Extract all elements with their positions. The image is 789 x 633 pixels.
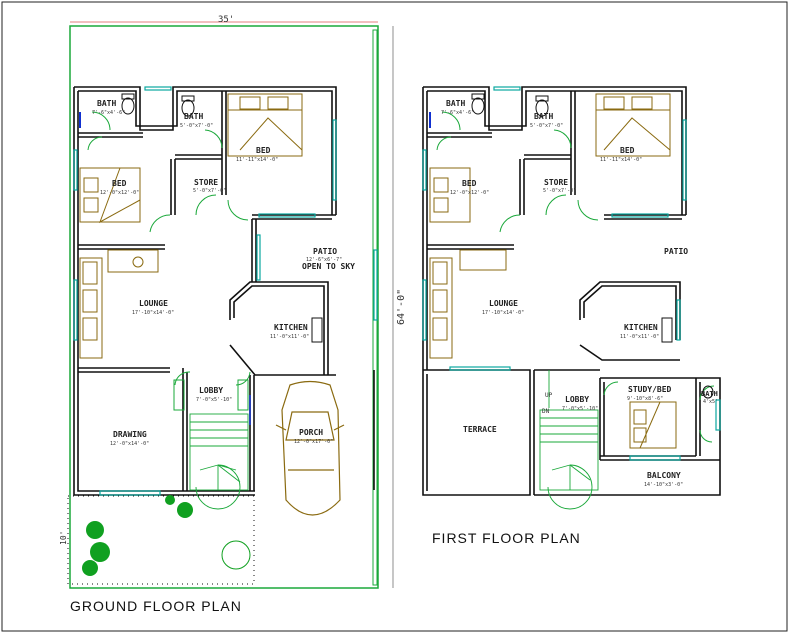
ff-dn-label: DN [542, 408, 550, 415]
gf-store-label: STORE [194, 178, 218, 187]
gf-bath1-label: BATH [97, 99, 116, 108]
ff-bath2-size: 5'-0"x7'-0" [530, 123, 563, 129]
dim-front: 10' [59, 531, 68, 545]
ff-bath3-label: BATH [701, 390, 718, 398]
gf-lobby-size: 7'-0"x5'-10" [196, 397, 232, 403]
gf-drawing-size: 12'-0"x14'-0" [110, 441, 149, 447]
ff-bed2-size: 12'-0"x12'-0" [450, 190, 489, 196]
gf-store-size: 5'-0"x7'-0" [193, 188, 226, 194]
ff-bed1-size: 11'-11"x14'-0" [600, 157, 642, 163]
gf-patio-note: OPEN TO SKY [302, 262, 355, 271]
first-windows [422, 86, 721, 461]
gf-kitchen-label: KITCHEN [274, 323, 308, 332]
gf-bath1-size: 7'-6"x4'-6" [92, 110, 125, 116]
ground-furniture [79, 93, 303, 359]
first-floor-title: FIRST FLOOR PLAN [432, 530, 581, 546]
ff-lounge-size: 17'-10"x14'-0" [482, 310, 524, 316]
garden-area [67, 495, 255, 585]
ff-lobby-size: 7'-0"x5'-10" [562, 406, 598, 412]
ff-bed2-label: BED [462, 179, 477, 188]
gf-lounge-size: 17'-10"x14'-0" [132, 310, 174, 316]
ground-floor-title: GROUND FLOOR PLAN [70, 598, 242, 614]
ff-patio-label: PATIO [664, 247, 688, 256]
ground-floor-plan: 35' 64'-0" 10' [59, 15, 407, 589]
dim-width: 35' [218, 15, 234, 25]
ff-balcony-label: BALCONY [647, 471, 681, 480]
first-furniture [429, 93, 677, 449]
ff-up-label: UP [545, 392, 553, 399]
gf-bed1-size: 11'-11"x14'-0" [236, 157, 278, 163]
ff-balcony-size: 14'-10"x3'-0" [644, 482, 683, 488]
ground-walls [73, 86, 375, 496]
gf-lobby-label: LOBBY [199, 386, 223, 395]
ff-kitchen-size: 11'-0"x11'-0" [620, 334, 659, 340]
gf-bath2-size: 5'-0"x7'-0" [180, 123, 213, 129]
ground-doors [87, 111, 251, 411]
ground-fixtures [121, 93, 323, 343]
first-floor-plan [422, 86, 721, 510]
ff-terrace-label: TERRACE [463, 425, 497, 434]
gf-porch-size: 12'-0"x17'-0" [294, 439, 333, 445]
gf-bath2-label: BATH [184, 112, 203, 121]
gf-kitchen-size: 11'-0"x11'-0" [270, 334, 309, 340]
first-doors [436, 111, 715, 443]
ff-bath3-size: 4'x5' [703, 399, 718, 405]
first-walls [422, 86, 721, 496]
ff-lobby-label: LOBBY [565, 395, 589, 404]
dim-height: 64'-0" [396, 289, 407, 325]
gf-drawing-label: DRAWING [113, 430, 147, 439]
gf-bed1-label: BED [256, 146, 271, 155]
ff-store-label: STORE [544, 178, 568, 187]
gf-lounge-label: LOUNGE [139, 299, 168, 308]
ff-study-size: 9'-10"x8'-6" [627, 396, 663, 402]
ff-bath1-label: BATH [446, 99, 465, 108]
plant-icons [82, 495, 193, 576]
ff-study-label: STUDY/BED [628, 385, 672, 394]
gf-patio-size: 12'-6"x6'-7" [306, 257, 342, 263]
car-icon [275, 380, 345, 516]
plot-boundary [69, 25, 379, 589]
gf-bed2-size: 12'-0"x12'-0" [100, 190, 139, 196]
ff-bed1-label: BED [620, 146, 635, 155]
ff-lounge-label: LOUNGE [489, 299, 518, 308]
ff-bath1-size: 7'-6"x4'-6" [441, 110, 474, 116]
ground-windows [73, 86, 378, 496]
first-stair [539, 370, 599, 510]
first-fixtures [471, 93, 714, 399]
gf-porch-label: PORCH [299, 428, 323, 437]
ff-kitchen-label: KITCHEN [624, 323, 658, 332]
gf-patio-label: PATIO [313, 247, 337, 256]
ground-stair [189, 413, 249, 510]
ff-bath2-label: BATH [534, 112, 553, 121]
gf-bed2-label: BED [112, 179, 127, 188]
ff-store-size: 5'-0"x7'-0" [543, 188, 576, 194]
